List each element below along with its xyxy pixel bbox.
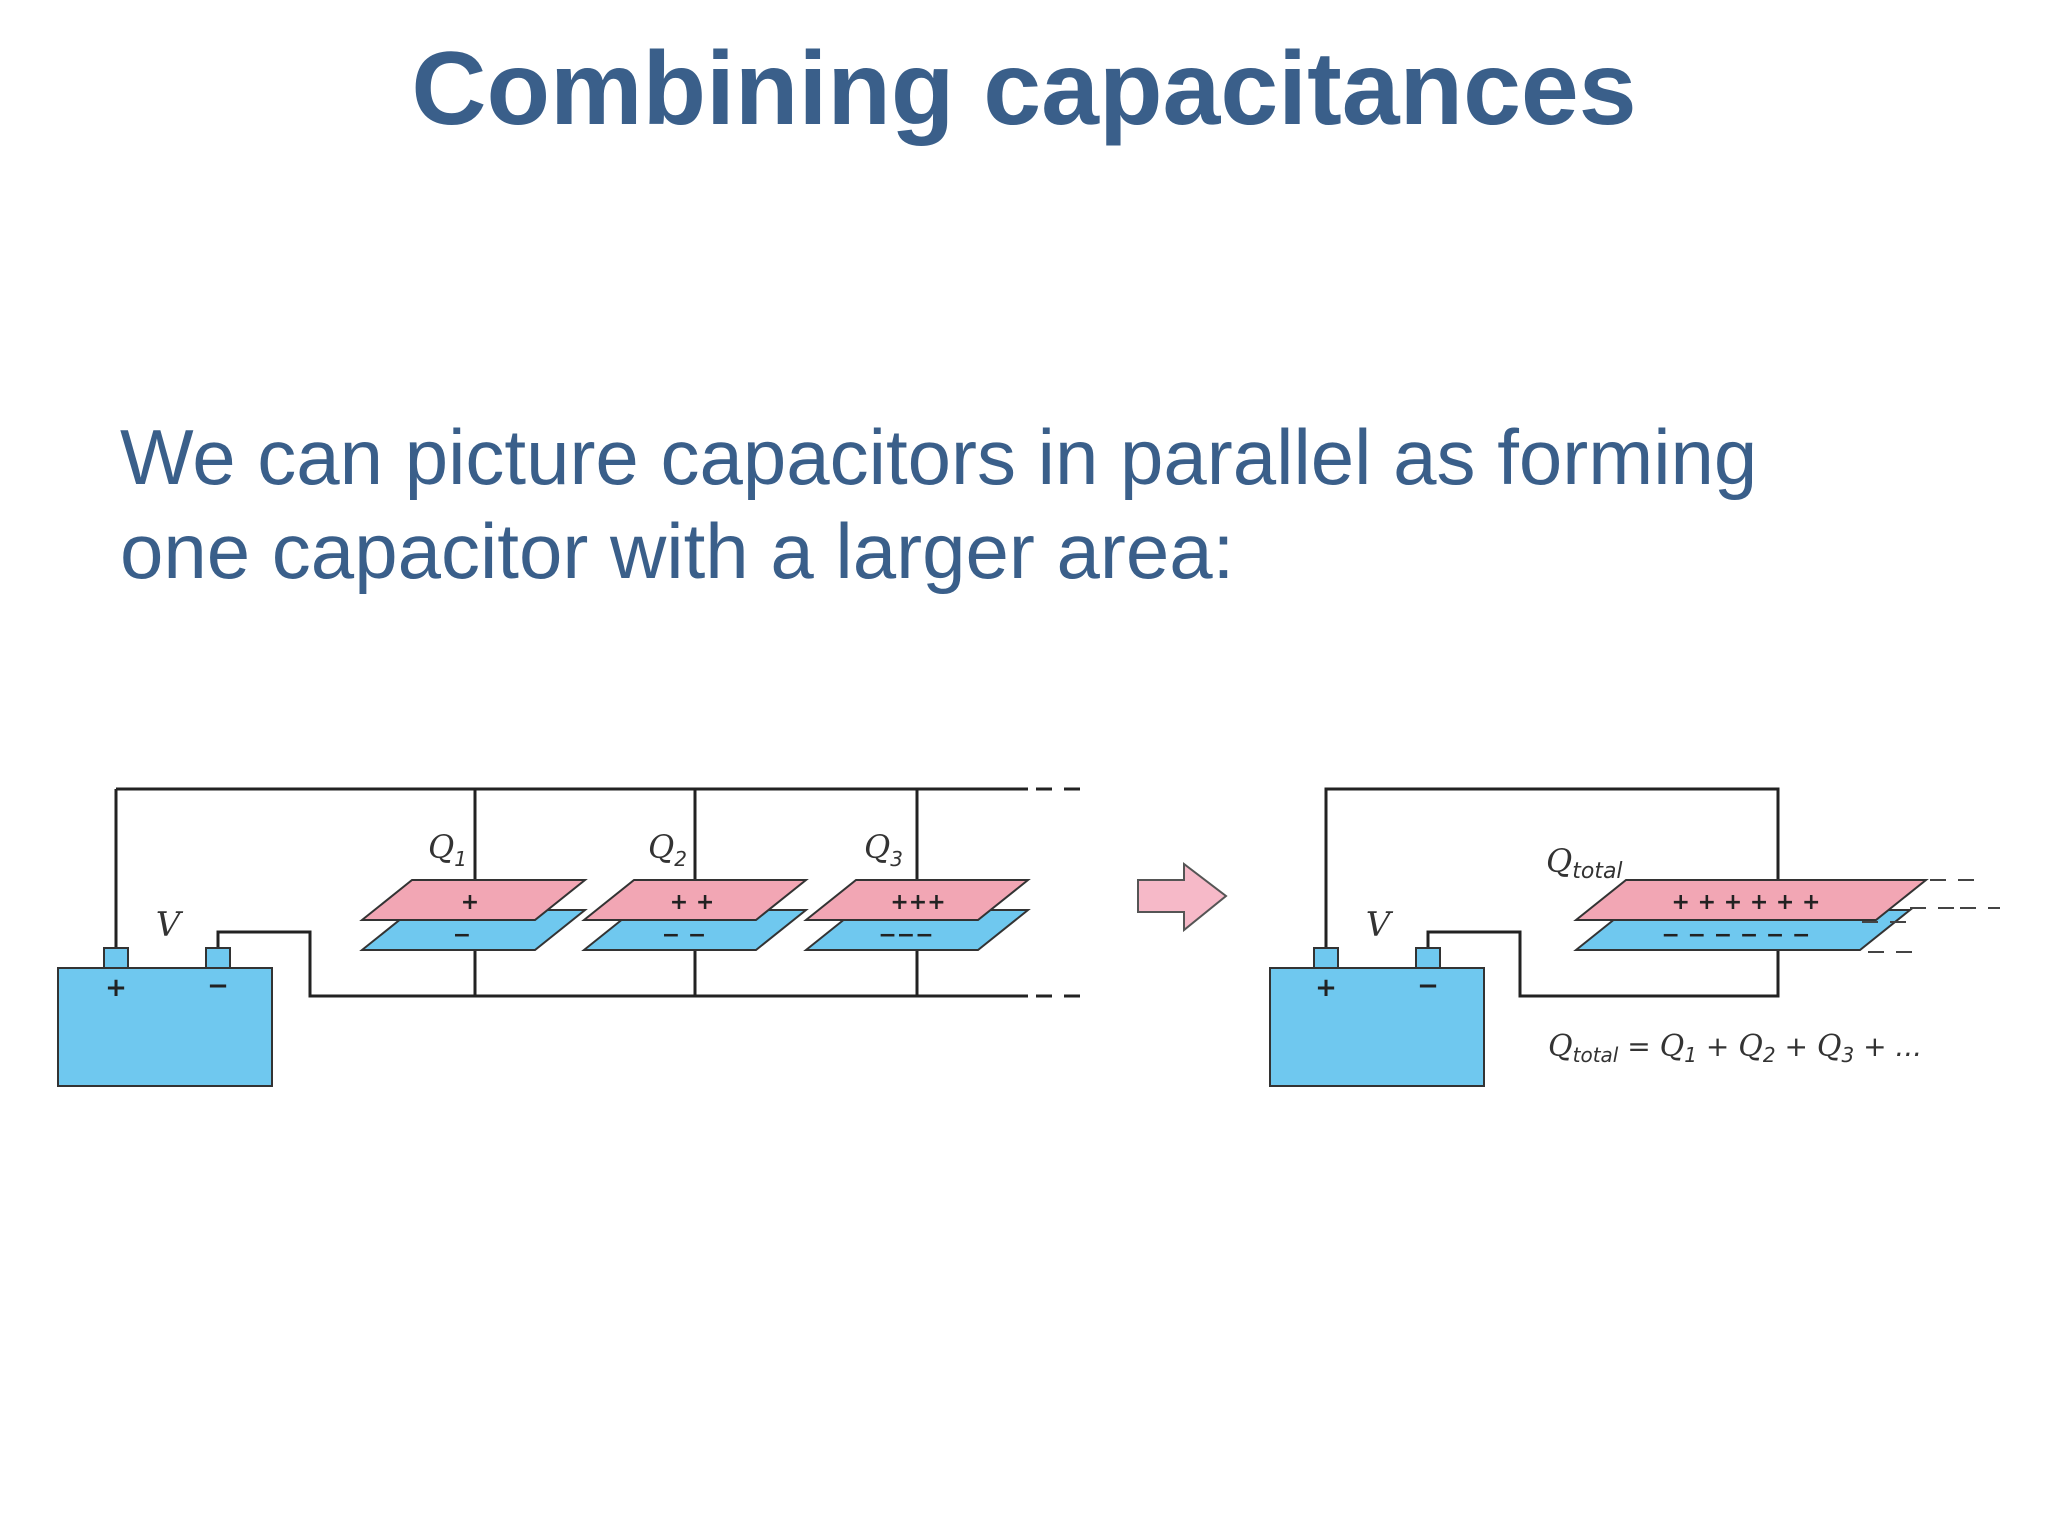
right-battery-voltage-label: V [1366, 905, 1394, 945]
left-battery-minus-sign: − [207, 971, 229, 1001]
right-battery-minus-sign: − [1417, 971, 1439, 1001]
right-battery-plus-terminal [1313, 947, 1339, 971]
body-line-2: one capacitor with a larger area: [120, 507, 1235, 595]
left-battery-body [57, 967, 273, 1087]
cap3-top-charges: +++ [890, 890, 945, 915]
right-minus-wire [1426, 930, 1780, 998]
cap2-label: Q2 [648, 828, 687, 871]
left-battery: + − V [57, 905, 273, 1087]
cap3-positive-plate [803, 879, 1031, 921]
left-capacitors: + − Q1 + + − − Q2 +++ −−− Q3 [359, 828, 1031, 951]
cap3-label: Q3 [864, 828, 903, 871]
combined-bottom-charges: − − − − − − [1662, 923, 1811, 948]
combined-plate-extension-dashes [1862, 879, 2000, 953]
combined-capacitor: + + + + + + − − − − − − Qtotal [1546, 842, 2000, 953]
left-battery-minus-terminal [205, 947, 231, 971]
left-battery-voltage-label: V [156, 905, 184, 945]
left-minus-wire [216, 930, 1028, 998]
right-top-wire [1324, 787, 1780, 952]
body-line-1: We can picture capacitors in parallel as… [120, 413, 1758, 501]
charge-sum-equation: Qtotal = Q1 + Q2 + Q3 + ... [1548, 1029, 1922, 1067]
cap1-top-charges: + [461, 890, 479, 915]
right-battery-minus-terminal [1415, 947, 1441, 971]
right-circuit [1324, 787, 1780, 998]
slide-body: We can picture capacitors in parallel as… [120, 410, 2000, 598]
combined-positive-plate [1573, 879, 1929, 921]
cap2-top-charges: + + [670, 890, 715, 915]
right-battery-plus-sign: + [1315, 973, 1337, 1003]
cap1-bottom-charges: − [453, 923, 471, 948]
right-battery: + − V [1269, 905, 1485, 1087]
left-battery-plus-sign: + [105, 973, 127, 1003]
right-battery-body [1269, 967, 1485, 1087]
cap2-positive-plate [581, 879, 809, 921]
combined-cap-label: Qtotal [1546, 842, 1623, 884]
combined-top-charges: + + + + + + [1672, 890, 1821, 915]
cap1-label: Q1 [428, 828, 467, 871]
left-circuit [114, 787, 1080, 998]
left-battery-plus-terminal [103, 947, 129, 971]
cap3-bottom-charges: −−− [878, 923, 933, 948]
cap1-positive-plate [359, 879, 588, 921]
transition-arrow-icon [1137, 861, 1228, 933]
cap2-bottom-charges: − − [662, 923, 707, 948]
slide-title: Combining capacitances [411, 31, 1637, 147]
